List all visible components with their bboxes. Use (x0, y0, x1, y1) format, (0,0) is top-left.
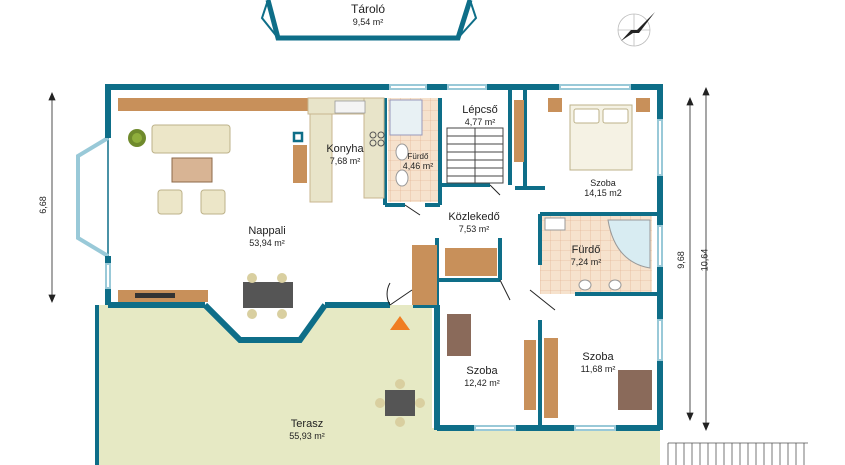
dimension-right-outer: 10,64 (699, 248, 710, 272)
windows (105, 84, 663, 431)
interior-floor (108, 90, 660, 428)
room-label-bedroom-3: Szoba 11,68 m² (581, 351, 616, 374)
room-label-kitchen: Konyha 7,68 m² (326, 143, 363, 166)
living-room-furniture (118, 124, 437, 319)
compass-icon (617, 12, 655, 47)
room-label-storage: Tároló 9,54 m² (350, 2, 386, 27)
room-name: Fürdő (407, 152, 429, 161)
dimension-right-inner: 9,68 (675, 251, 686, 269)
kitchen-counter (118, 97, 385, 203)
room-name: Fürdő (571, 244, 601, 256)
room-area: 7,53 m² (458, 223, 490, 234)
dimension-lines (48, 86, 710, 432)
dimension-left: 6,68 (37, 196, 48, 214)
bay-window (76, 136, 110, 258)
room-label-bedroom-2: Szoba 12,42 m² (464, 365, 500, 388)
storage-room (260, 0, 478, 41)
room-name: Szoba (590, 178, 616, 188)
room-label-hallway: Közlekedő 7,53 m² (448, 211, 499, 234)
bathroom-1-fixtures (389, 99, 423, 187)
room-label-stairs: Lépcső 4,77 m² (462, 104, 497, 127)
doors (386, 184, 556, 311)
room-area: 7,68 m² (329, 155, 361, 166)
staircase (446, 100, 524, 184)
room-name: Tároló (350, 2, 386, 16)
terrace-area (95, 305, 660, 465)
room-area: 14,15 m2 (584, 188, 622, 199)
room-area: 55,93 m² (289, 430, 325, 441)
room-area: 53,94 m² (249, 237, 285, 248)
room-label-bedroom-1: Szoba 14,15 m2 (584, 178, 622, 199)
bedroom-1-furniture (548, 98, 650, 171)
room-area: 7,24 m² (570, 256, 602, 267)
room-area: 11,68 m² (580, 363, 616, 374)
entrance-arrow-icon (390, 316, 410, 330)
room-label-bathroom-2: Fürdő 7,24 m² (571, 244, 602, 267)
room-name: Közlekedő (448, 211, 500, 223)
room-area: 4,77 m² (464, 116, 496, 127)
room-name: Nappali (248, 225, 286, 237)
bathroom-2-fixtures (544, 217, 651, 291)
room-area: 4,46 m² (402, 161, 434, 172)
room-name: Szoba (582, 351, 614, 363)
interior-walls (383, 90, 660, 428)
room-area: 12,42 m² (464, 377, 500, 388)
room-name: Lépcső (462, 104, 498, 116)
bedroom-2-furniture (445, 248, 536, 410)
room-label-living-room: Nappali 53,94 m² (248, 225, 285, 248)
terrace-dining-set (375, 379, 425, 427)
room-label-terrace: Terasz 55,93 m² (289, 418, 325, 441)
room-name: Szoba (466, 365, 498, 377)
exterior-stairs (667, 442, 808, 465)
bedroom-3-furniture (544, 338, 652, 418)
room-name: Konyha (326, 143, 364, 155)
room-name: Terasz (290, 418, 324, 430)
room-label-bathroom-1: Fürdő 4,46 m² (403, 152, 434, 172)
room-area: 9,54 m² (352, 16, 384, 27)
